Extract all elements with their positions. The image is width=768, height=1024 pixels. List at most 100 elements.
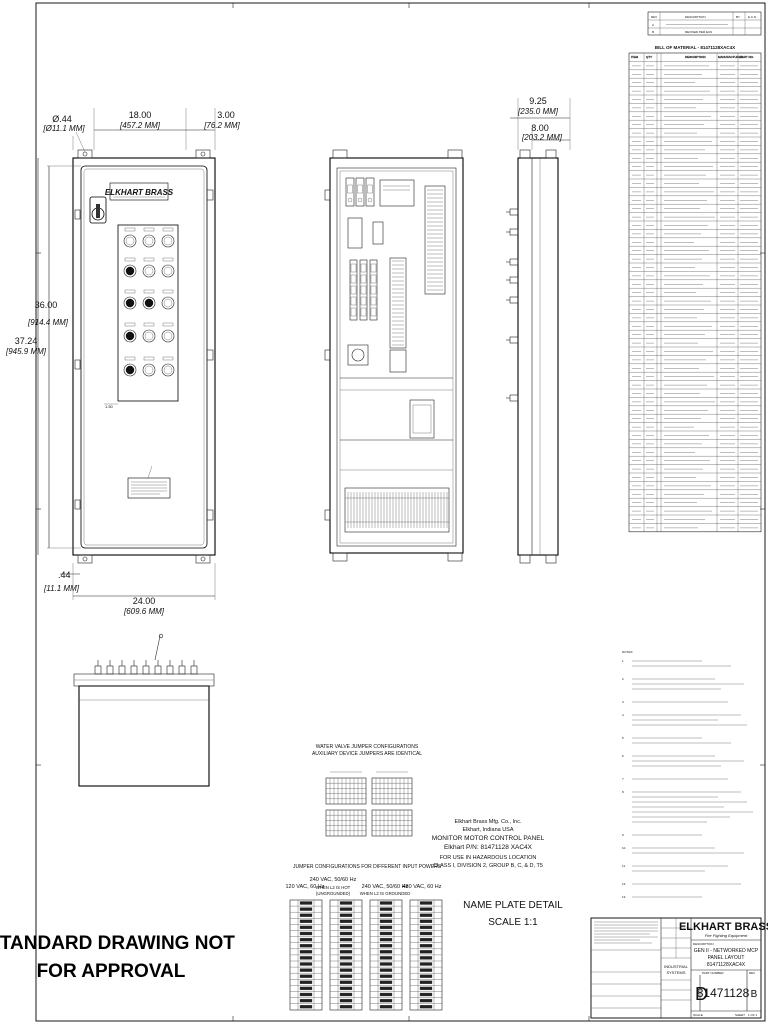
power-col4: 480 VAC, 60 Hz (402, 884, 441, 890)
cable-glands (506, 208, 519, 402)
bom-header-3: MANUFACTURER (718, 55, 744, 59)
tb-rev-label: REV (749, 971, 755, 975)
bom-header-0: ITEM (631, 55, 639, 59)
tb-desc-2: PANEL LAYOUT (708, 955, 745, 961)
jumper-title-2: AUXILIARY DEVICE JUMPERS ARE IDENTICAL (312, 751, 422, 757)
tb-size: D (695, 984, 708, 1004)
note-number-13: 13. (622, 895, 626, 899)
front-dimensions: 18.00 [457.2 MM] 3.00 [76.2 MM] Ø.44 [Ø1… (5, 108, 241, 616)
rev-row-b: B (652, 30, 654, 34)
disconnect-switch-icon (89, 196, 107, 224)
note-number-6: 6. (622, 754, 625, 758)
nameplate-line1: Elkhart Brass Mfg. Co., Inc. (455, 819, 522, 825)
note-number-8: 8. (622, 790, 625, 794)
nameplate-caption-2: SCALE 1:1 (488, 917, 538, 928)
dim-24-mm: [609.6 MM] (123, 607, 165, 616)
tb-desc-1: GEN II - NETWORKED MCP (694, 948, 759, 954)
bottom-glands (94, 660, 198, 675)
nameplate-line3: MONITOR MOTOR CONTROL PANEL (432, 835, 545, 842)
notes-block: NOTES: 1. 2. 3. 4. 5. 6. 7. 8. 9. 10. 11. 12. 13. (622, 650, 753, 899)
dim-3-mm: [76.2 MM] (203, 121, 240, 130)
tb-rev: B (751, 989, 758, 1000)
operator-panel (117, 224, 179, 402)
elkhart-logo: ELKHART BRASS (105, 182, 174, 201)
enclosure-outer (72, 157, 216, 556)
dim-925-mm: [235.0 MM] (517, 107, 559, 116)
tb-group-1: INDUSTRIAL (664, 964, 689, 969)
power-title: JUMPER CONFIGURATIONS FOR DIFFERENT INPU… (293, 864, 442, 870)
rev-header-desc: DESCRIPTION (685, 15, 706, 19)
jumper-title-1: WATER VALVE JUMPER CONFIGURATIONS (316, 744, 419, 750)
note-number-2: 2. (622, 677, 625, 681)
dim-8-mm: [203.2 MM] (521, 133, 563, 142)
circuit-breakers (345, 177, 375, 207)
nameplate-line4: Elkhart P/N: 81471128 XAC4X (444, 844, 533, 851)
dim-8-in: 8.00 (531, 123, 549, 133)
bom-header-4: PART NO. (740, 55, 754, 59)
note-number-11: 11. (622, 864, 626, 868)
sheet-border (35, 2, 766, 1022)
note-number-1: 1. (622, 659, 625, 663)
note-number-10: 10. (622, 846, 626, 850)
dim-044-bot: .44 (58, 570, 71, 580)
nameplate-caption-1: NAME PLATE DETAIL (463, 900, 563, 911)
power-col2-l3: (UNGROUNDED) (316, 891, 351, 896)
stamp-line-1: STANDARD DRAWING NOT (0, 933, 235, 954)
power-col3-l2: WHEN L2 IS GROUNDED (360, 891, 411, 896)
input-power-jumpers: JUMPER CONFIGURATIONS FOR DIFFERENT INPU… (285, 864, 443, 1011)
note-number-4: 4. (622, 713, 625, 717)
dim-3724-in: 37.24 (15, 336, 38, 346)
dim-hole-dia: Ø.44 (52, 114, 72, 124)
dim-36-in: 36.00 (35, 300, 58, 310)
power-col1: 120 VAC, 60 Hz (285, 884, 324, 890)
bom-header-2: DESCRIPTION (685, 55, 706, 59)
dim-18-in: 18.00 (129, 110, 152, 120)
rev-header-by: BY (736, 15, 740, 19)
rev-row-a: A (652, 23, 654, 27)
power-col2-l2: WHEN L2 IS HOT (316, 885, 351, 890)
dim-36-mm: [914.4 MM] (27, 318, 69, 327)
dim-044-bot-mm: [11.1 MM] (43, 584, 80, 593)
front-view: ELKHART BRASS (72, 149, 216, 564)
nameplate-line2: Elkhart, Indiana USA (462, 827, 513, 833)
relay-bank (349, 221, 384, 321)
note-number-3: 3. (622, 700, 625, 704)
tb-part-number: 81471128 (697, 986, 750, 1000)
pushbutton-array (123, 227, 175, 377)
note-number-5: 5. (622, 736, 625, 740)
dim-150: 1.50 (105, 404, 114, 409)
bottom-view (73, 633, 215, 787)
tb-group-2: SYSTEMS (666, 970, 685, 975)
dim-18-mm: [457.2 MM] (119, 121, 161, 130)
approval-stamp: STANDARD DRAWING NOT FOR APPROVAL (0, 933, 235, 982)
note-number-9: 9. (622, 833, 625, 837)
tb-desc-3: 81471128XAC4X (707, 962, 746, 968)
rev-header-rev: REV (651, 15, 657, 19)
tb-scale-label: SCALE (693, 1013, 703, 1017)
note-number-12: 12. (622, 882, 626, 886)
dim-hole-dia-mm: [Ø11.1 MM] (42, 124, 85, 133)
front-brand-text: ELKHART BRASS (105, 188, 174, 197)
dim-925-in: 9.25 (529, 96, 547, 106)
dim-3724-mm: [945.9 MM] (5, 347, 47, 356)
tb-desc-label: DESCRIPTION (693, 942, 714, 946)
note-number-7: 7. (622, 777, 625, 781)
tb-sheet-value: 1 OF 1 (748, 1013, 758, 1017)
interior-view (324, 149, 464, 562)
bom-header-1: QTY (646, 55, 652, 59)
tb-tagline: Fire Fighting Equipment (705, 933, 748, 938)
tb-sheet-label: SHEET (735, 1013, 745, 1017)
jumper-configurations: WATER VALVE JUMPER CONFIGURATIONS AUXILI… (312, 744, 422, 837)
dim-3-in: 3.00 (217, 110, 235, 120)
nameplate-line6: CLASS I, DIVISION 2, GROUP B, C, & D, T5 (433, 863, 543, 869)
dim-24-in: 24.00 (133, 596, 156, 606)
power-col3-l1: 240 VAC, 50/60 Hz (362, 884, 409, 890)
tb-company: ELKHART BRASS (679, 921, 768, 933)
notes-heading: NOTES: (622, 650, 633, 654)
stamp-line-2: FOR APPROVAL (37, 961, 186, 982)
tb-pn-label: PART NUMBER (702, 971, 724, 975)
power-col2-l1: 240 VAC, 50/60 Hz (310, 877, 357, 883)
